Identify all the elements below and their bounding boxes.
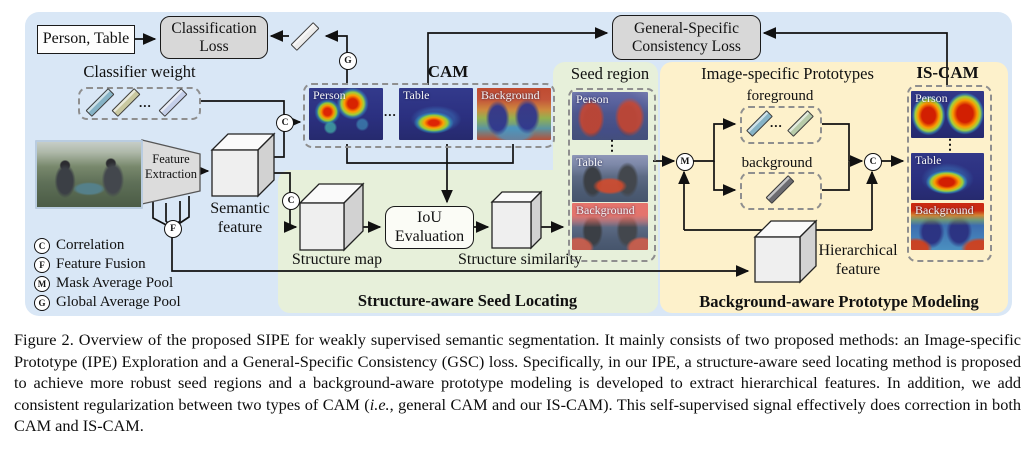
iscam-table-label: Table [915,153,942,167]
caption-text-1: Figure 2. Overview of the proposed SIPE … [14,330,1021,414]
global-pool-letter: G [344,56,352,66]
cam-table-label: Table [403,88,430,102]
legend-correlation-icon: C [34,238,50,254]
iscam-background-image: Background [911,203,984,250]
correlation-node-icon: C [276,114,294,132]
legend-mask-pool-icon: M [34,276,50,292]
foreground-prototypes-box [740,106,822,144]
correlation-letter-3: C [869,157,877,167]
iscam-background-label: Background [915,203,974,217]
background-prototype-box [740,172,822,210]
classifier-weight-box [78,87,201,120]
classifier-ellipsis: ... [139,95,152,110]
caption-italic: i.e. [369,394,390,414]
cam-title: CAM [427,62,469,81]
correlation-letter-2: C [287,196,295,206]
semantic-feature-label: Semantic feature [210,200,270,236]
cam-background-label: Background [481,88,540,102]
hierarchical-feature-label: Hierarchical feature [818,242,898,278]
figure-caption: Figure 2. Overview of the proposed SIPE … [14,329,1021,437]
legend-fusion-text: Feature Fusion [56,256,146,272]
iscam-person-label: Person [915,91,948,105]
structure-similarity-label: Structure similarity [458,251,582,268]
seed-person-image: Person [572,92,648,140]
correlation-node-2-icon: C [282,192,300,210]
legend-correlation-text: Correlation [56,237,125,253]
seed-table-image: Table [572,155,648,202]
prototype-modeling-region-label: Background-aware Prototype Modeling [699,292,979,311]
input-image [35,140,143,209]
seed-background-image: Background [572,203,648,250]
cam-person-label: Person [313,88,346,102]
caption-text-2: , general CAM and our IS-CAM). This self… [14,394,1021,436]
class-labels-box: Person, Table [37,25,135,54]
iscam-table-image: Table [911,153,984,200]
iou-evaluation-box: IoU Evaluation [385,206,474,249]
iscam-ellipsis: ⋮ [943,138,957,153]
correlation-letter: C [281,118,289,128]
feature-extraction-label: Feature Extraction [144,152,198,181]
seed-background-label: Background [576,203,635,217]
cam-ellipsis: ... [384,104,397,119]
legend-f: F [39,260,45,270]
legend-mask-pool-text: Mask Average Pool [56,275,174,291]
cam-background-image: Background [477,88,551,140]
global-average-pool-icon: G [339,52,357,70]
cam-table-image: Table [399,88,473,140]
legend-global-pool-text: Global Average Pool [56,294,181,310]
seed-region-title: Seed region [570,64,650,83]
iscam-title: IS-CAM [916,63,979,82]
mask-pool-letter: M [680,157,690,167]
structure-map-label: Structure map [291,251,383,268]
classifier-weight-label: Classifier weight [83,62,196,81]
feature-fusion-node-icon: F [164,220,182,238]
iscam-box [907,85,992,262]
correlation-node-3-icon: C [864,153,882,171]
legend-global-pool-icon: G [34,295,50,311]
legend-m: M [37,279,47,289]
prototypes-title: Image-specific Prototypes [701,64,874,83]
gsc-loss-box: General-Specific Consistency Loss [612,15,761,60]
fusion-letter: F [170,224,176,234]
background-label: background [741,155,813,171]
legend-fusion-icon: F [34,257,50,273]
seed-ellipsis: ⋮ [605,139,619,154]
iscam-person-image: Person [911,91,984,138]
cam-person-image: Person [309,88,383,140]
foreground-label: foreground [746,88,814,104]
foreground-ellipsis: ... [770,115,783,130]
legend-g: G [38,298,46,308]
classification-loss-box: Classification Loss [160,16,268,59]
seed-locating-region-label: Structure-aware Seed Locating [357,291,578,310]
seed-table-label: Table [576,155,603,169]
legend-c: C [38,241,46,251]
mask-average-pool-icon: M [676,153,694,171]
seed-person-label: Person [576,92,609,106]
